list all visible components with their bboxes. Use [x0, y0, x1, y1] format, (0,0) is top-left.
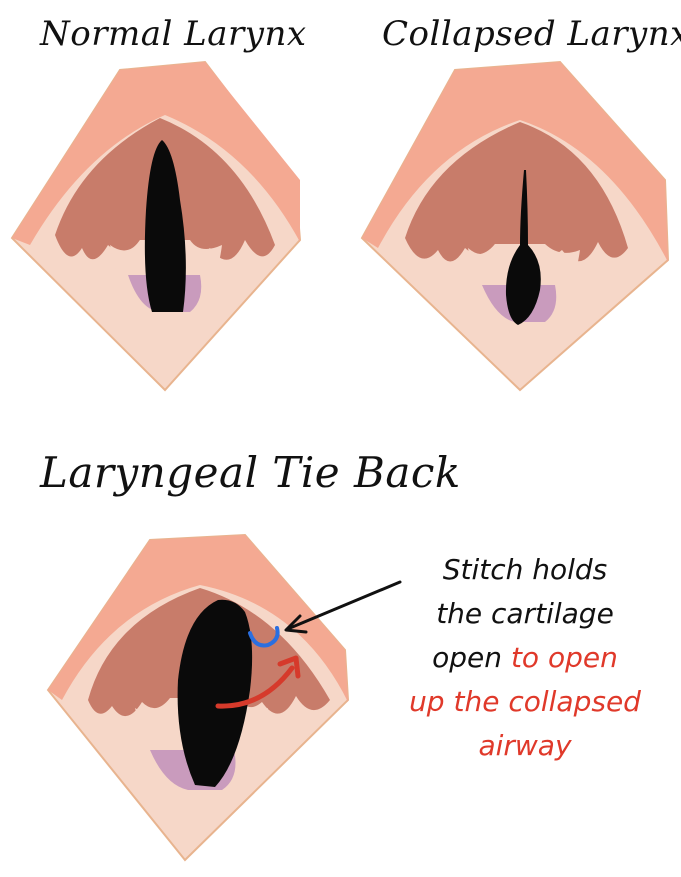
annotation-line-5: airway — [385, 724, 665, 768]
tieback-larynx-illustration — [48, 535, 400, 860]
annotation-line-4: up the collapsed — [385, 680, 665, 724]
annotation-open: open — [432, 641, 502, 674]
annotation-line-1: Stitch holds — [385, 548, 665, 592]
annotation-line-2: the cartilage — [385, 592, 665, 636]
annotation-line-3: open to open — [385, 636, 665, 680]
normal-larynx-illustration — [12, 62, 300, 390]
annotation-to-open: to open — [511, 641, 618, 674]
collapsed-larynx-illustration — [362, 62, 668, 390]
stitch-annotation: Stitch holds the cartilage open to open … — [385, 548, 665, 768]
